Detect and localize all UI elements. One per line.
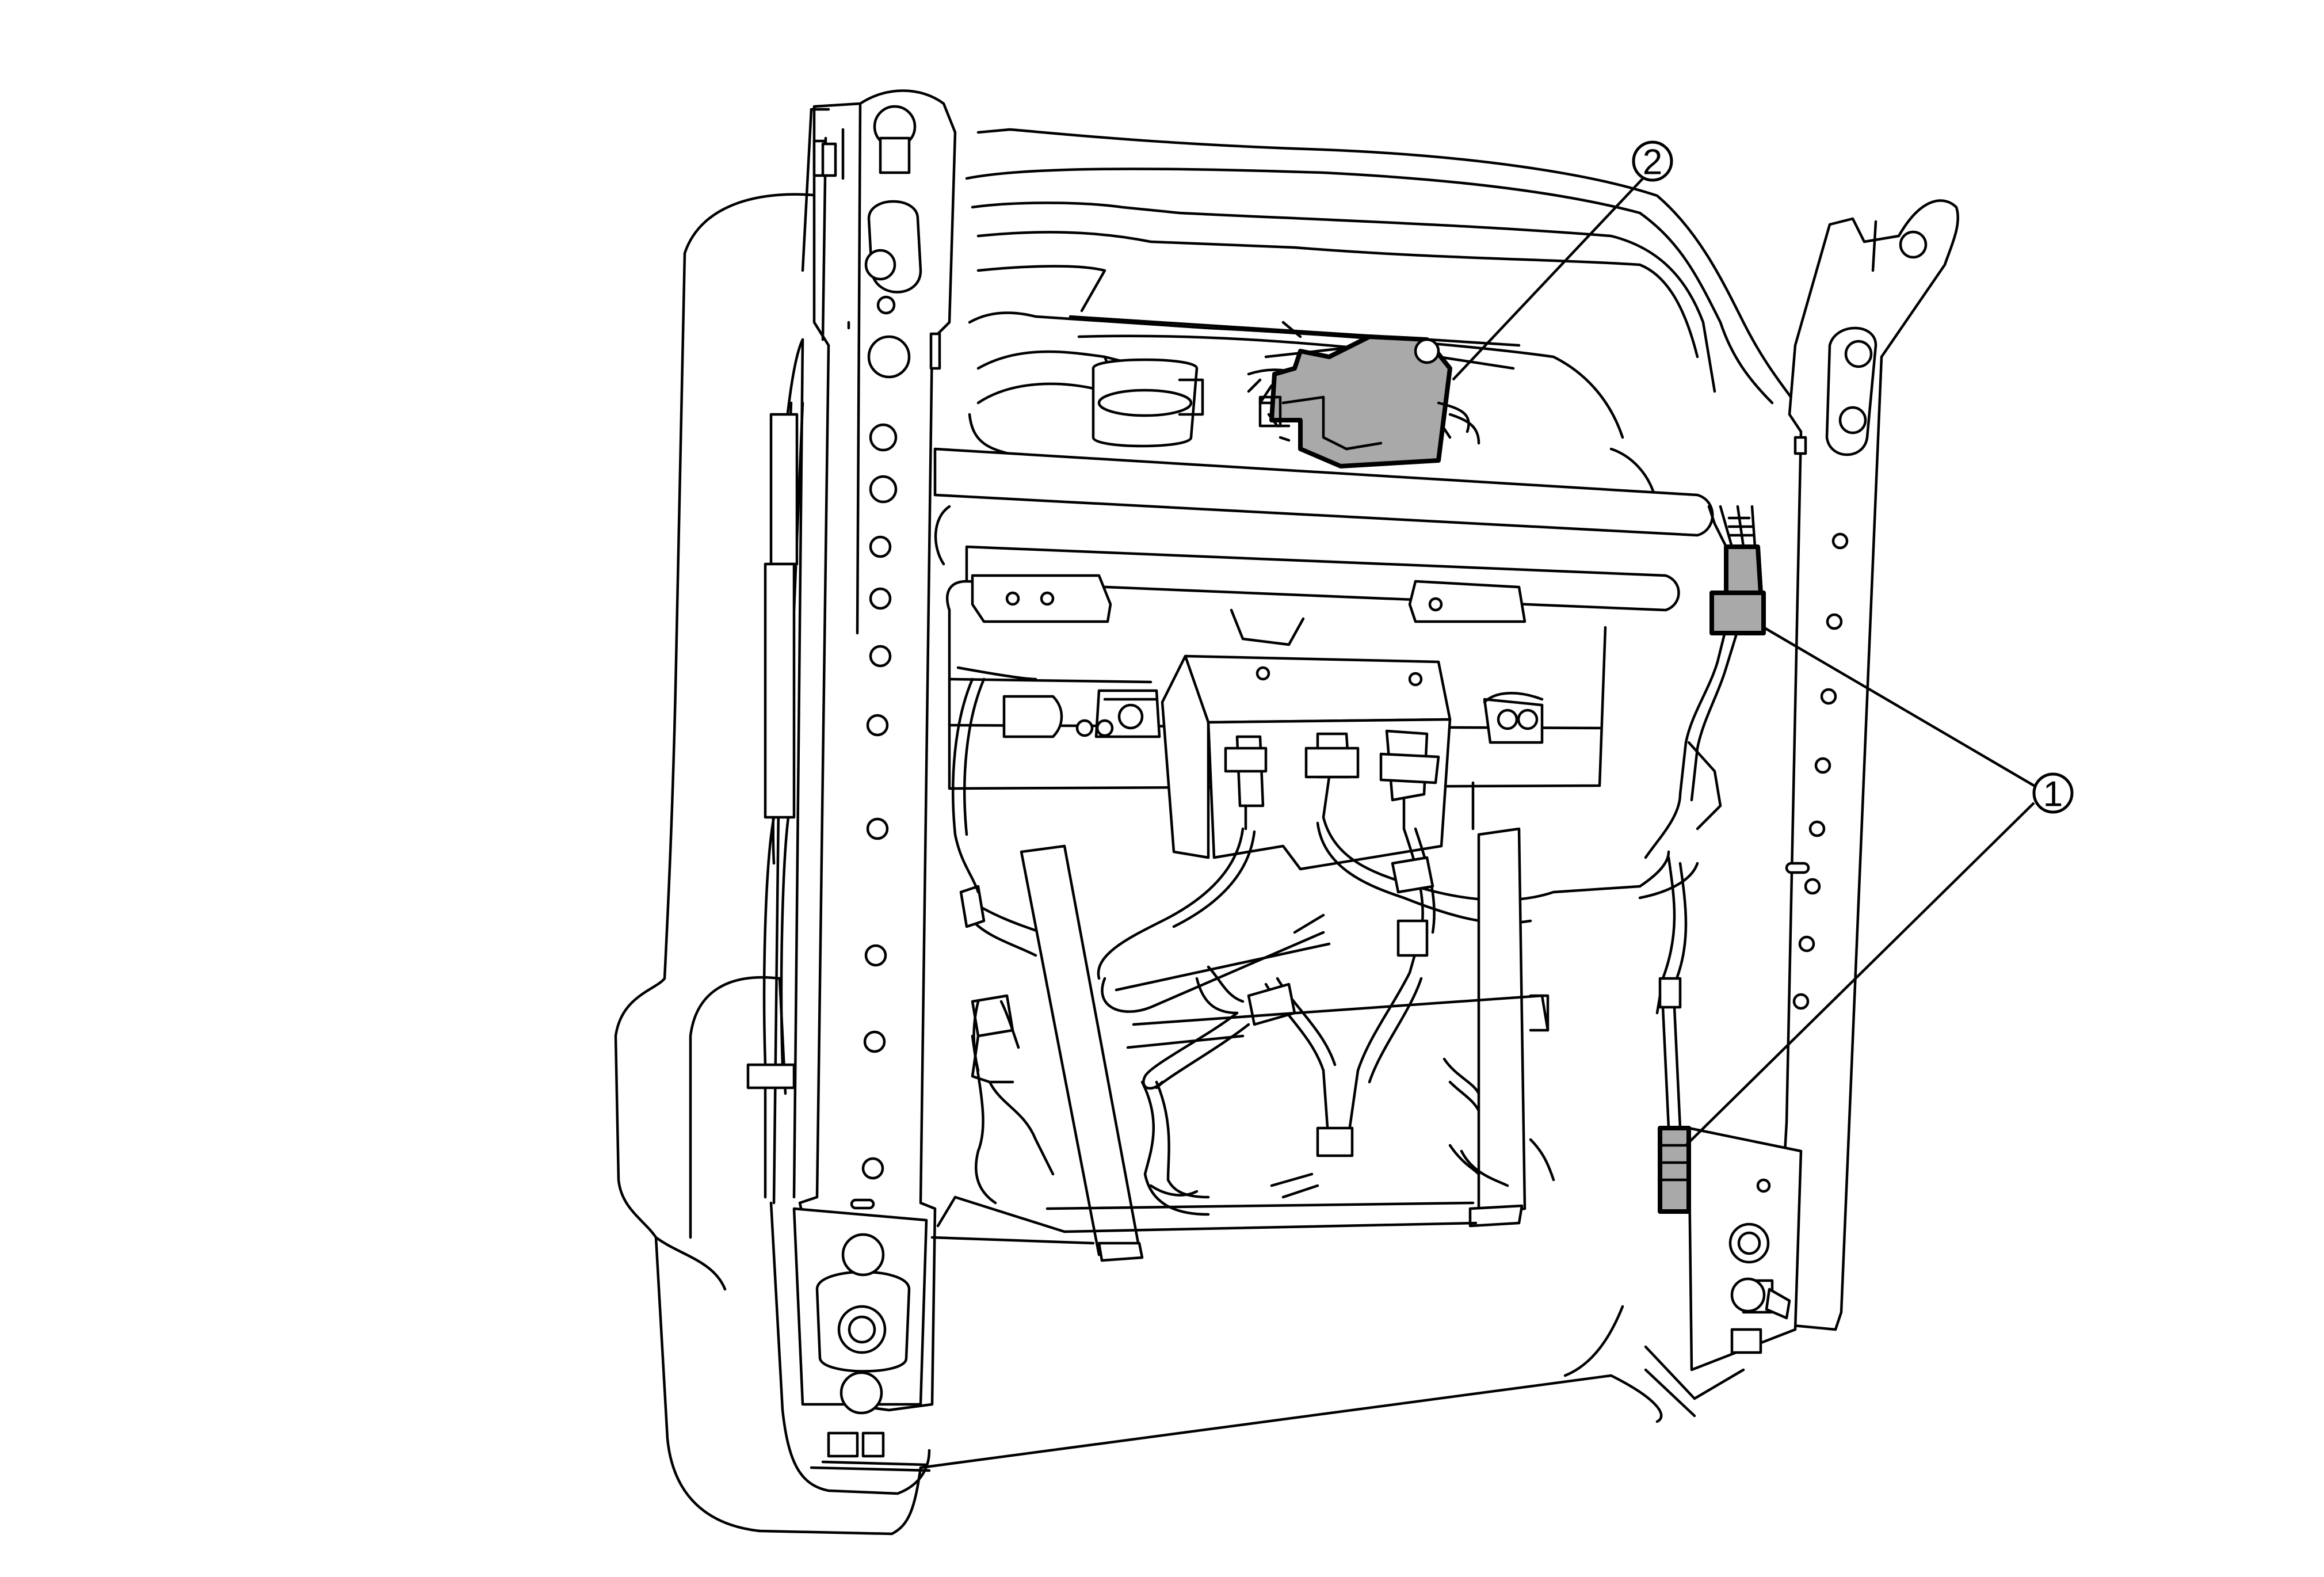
straps — [1020, 827, 1527, 1262]
seat-control-module[interactable] — [976, 334, 1480, 468]
center-bracket — [1161, 654, 1452, 871]
callout-2: 2 — [1452, 140, 1673, 381]
seat-harness-connectors[interactable] — [1658, 505, 1766, 1214]
wire-harness — [952, 677, 1699, 1157]
right-side-frame — [1644, 199, 1959, 1418]
callout-1-circle — [2032, 772, 2074, 814]
upper-harness-connector[interactable] — [1709, 505, 1766, 635]
callout-1: 1 — [1685, 626, 2074, 1146]
left-side-frame — [769, 89, 957, 1495]
spring-mat — [930, 965, 1555, 1245]
callout-2-circle — [1632, 140, 1673, 182]
callout-2-leader — [1452, 174, 1647, 381]
callout-1-label: 1 — [2043, 775, 2063, 814]
lower-harness-connector[interactable] — [1658, 1126, 1691, 1214]
callout-1-leader-lower — [1685, 802, 2035, 1146]
callout-1-leader-upper — [1762, 626, 2035, 787]
left-cable — [746, 401, 804, 1199]
right-harness — [1644, 505, 1739, 1130]
callout-2-label: 2 — [1643, 143, 1662, 182]
seat-cushion — [614, 193, 1663, 1536]
